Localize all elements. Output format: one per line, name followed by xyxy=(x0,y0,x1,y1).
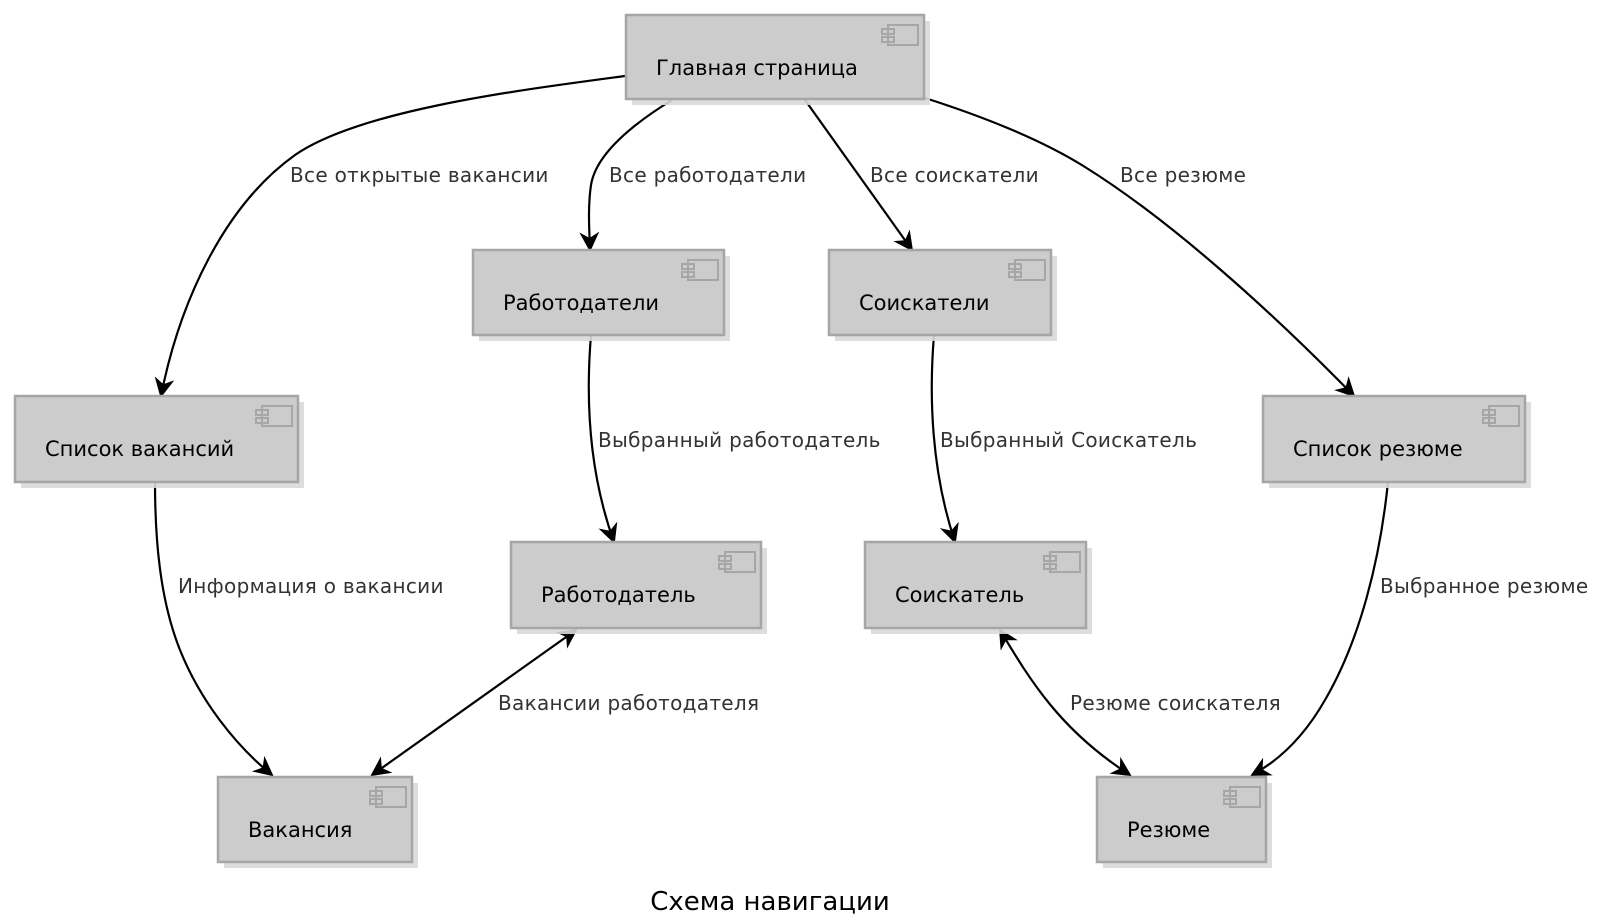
edge-main-to-vacancy-list[interactable]: Все открытые вакансии xyxy=(154,74,626,398)
edge-main-to-seekers[interactable]: Все соискатели xyxy=(804,99,1039,252)
component-icon xyxy=(1223,786,1261,808)
node-label: Работодатель xyxy=(541,583,696,607)
node-label: Главная страница xyxy=(656,56,858,80)
edge-label-all-seekers: Все соискатели xyxy=(870,163,1039,187)
edge-label-vacancy-info: Информация о вакансии xyxy=(178,574,444,598)
node-resume-list[interactable]: Список резюме xyxy=(1261,394,1531,488)
component-icon xyxy=(881,24,919,46)
edge-resume-list-to-resume[interactable]: Выбранное резюме xyxy=(1250,481,1589,776)
node-seeker[interactable]: Соискатель xyxy=(863,540,1092,634)
edge-label-selected-resume: Выбранное резюме xyxy=(1380,574,1589,598)
edge-employer-vacancy[interactable]: Вакансии работодателя xyxy=(370,628,759,777)
component-icon xyxy=(718,551,756,573)
edge-seekers-to-seeker[interactable]: Выбранный Соискатель xyxy=(930,334,1197,544)
edge-label-selected-seeker: Выбранный Соискатель xyxy=(940,428,1197,452)
edge-main-to-resume-list[interactable]: Все резюме xyxy=(924,96,1356,398)
edge-label-employer-vacancies: Вакансии работодателя xyxy=(498,691,759,715)
nodes: Главная страница Список вакансий Работод… xyxy=(13,13,1531,868)
edge-line xyxy=(579,99,673,252)
node-main-page[interactable]: Главная страница xyxy=(624,13,930,105)
edge-line xyxy=(924,96,1356,398)
component-icon xyxy=(1043,551,1081,573)
diagram-caption: Схема навигации xyxy=(650,887,890,917)
node-seekers[interactable]: Соискатели xyxy=(827,248,1057,341)
edges: Все открытые вакансии Все работодатели В… xyxy=(153,74,1589,777)
edge-label-selected-employer: Выбранный работодатель xyxy=(598,428,881,452)
edge-label-all-resumes: Все резюме xyxy=(1120,163,1246,187)
component-icon xyxy=(1008,259,1046,281)
edge-line xyxy=(370,628,578,777)
node-vacancy[interactable]: Вакансия xyxy=(216,775,418,868)
node-resume[interactable]: Резюме xyxy=(1095,775,1272,868)
edge-label-all-employers: Все работодатели xyxy=(609,163,806,187)
edge-vacancy-list-to-vacancy[interactable]: Информация о вакансии xyxy=(153,481,444,777)
edge-label-seeker-resumes: Резюме соискателя xyxy=(1070,691,1281,715)
node-label: Соискатель xyxy=(895,583,1024,607)
node-label: Работодатели xyxy=(503,291,659,315)
node-label: Резюме xyxy=(1127,818,1210,842)
node-employer[interactable]: Работодатель xyxy=(509,540,767,634)
node-vacancy-list[interactable]: Список вакансий xyxy=(13,394,304,488)
edge-line xyxy=(153,481,274,777)
edge-employers-to-employer[interactable]: Выбранный работодатель xyxy=(587,334,881,544)
node-label: Соискатели xyxy=(859,291,989,315)
edge-line xyxy=(804,99,914,252)
node-label: Вакансия xyxy=(248,818,352,842)
edge-label-all-vacancies: Все открытые вакансии xyxy=(290,163,549,187)
edge-line xyxy=(930,334,959,544)
component-icon xyxy=(681,259,719,281)
edge-line xyxy=(998,628,1132,777)
node-employers[interactable]: Работодатели xyxy=(471,248,730,341)
edge-line xyxy=(154,74,626,398)
component-icon xyxy=(255,405,293,427)
node-label: Список резюме xyxy=(1293,437,1463,461)
edge-seeker-resume[interactable]: Резюме соискателя xyxy=(998,628,1281,777)
component-icon xyxy=(369,786,407,808)
edge-main-to-employers[interactable]: Все работодатели xyxy=(579,99,806,252)
component-icon xyxy=(1482,405,1520,427)
node-label: Список вакансий xyxy=(45,437,234,461)
edge-line xyxy=(587,334,618,544)
edge-line xyxy=(1250,481,1390,776)
